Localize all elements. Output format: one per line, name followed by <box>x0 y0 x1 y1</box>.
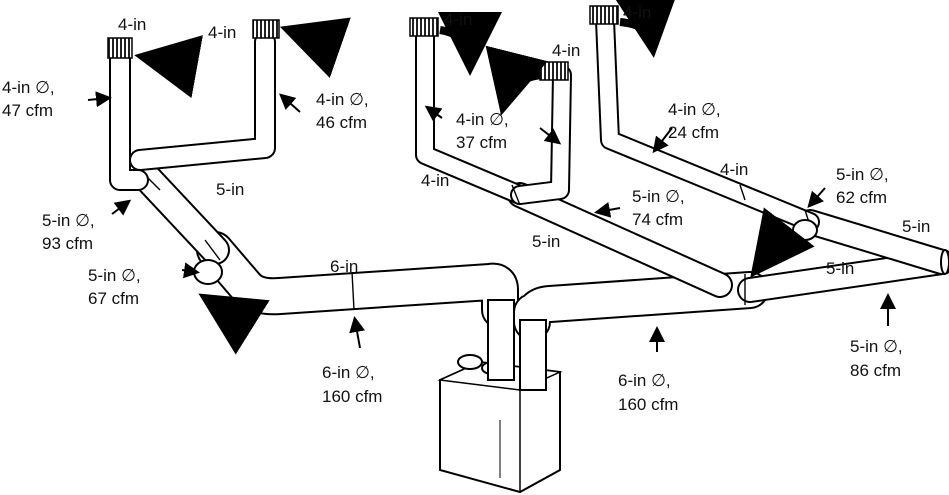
callout-46-line2: 46 cfm <box>316 113 367 132</box>
flow-arrow-67 <box>198 293 270 355</box>
label-size-4in-a: 4-in <box>118 15 146 34</box>
callout-47-line2: 47 cfm <box>2 101 53 120</box>
label-size-6in: 6-in <box>330 257 358 276</box>
airflow-arrows <box>134 0 815 355</box>
label-size-4in-c: 4-in <box>444 10 472 29</box>
callout-62-line2: 62 cfm <box>836 188 887 207</box>
callout-labels: 4-in ∅, 47 cfm 4-in ∅, 46 cfm 4-in ∅, 37… <box>2 78 903 414</box>
callout-86-line1: 5-in ∅, <box>850 337 903 356</box>
flow-arrow-62 <box>750 207 815 278</box>
label-size-4in-d: 4-in <box>552 41 580 60</box>
callout-62-line1: 5-in ∅, <box>836 165 889 184</box>
label-size-4in-g: 4-in <box>720 160 748 179</box>
label-size-5in-c: 5-in <box>902 217 930 236</box>
air-handler-unit <box>437 299 563 494</box>
label-size-4in-f: 4-in <box>421 171 449 190</box>
size-labels: 4-in 4-in 4-in 4-in 4-in 4-in 4-in 5-in … <box>118 3 930 278</box>
flow-arrow-24 <box>614 0 679 58</box>
label-size-5in-b: 5-in <box>532 232 560 251</box>
callout-86-line2: 86 cfm <box>850 361 901 380</box>
grille-37 <box>409 17 439 37</box>
callout-arrows <box>87 91 896 352</box>
callout-24-line2: 24 cfm <box>668 123 719 142</box>
grilles <box>107 5 619 81</box>
callout-74-line2: 74 cfm <box>632 210 683 229</box>
callout-160a-line1: 6-in ∅, <box>322 363 375 382</box>
label-size-4in-b: 4-in <box>208 23 236 42</box>
flow-arrow-46 <box>279 17 351 78</box>
callout-74-line1: 5-in ∅, <box>632 187 685 206</box>
callout-93-line2: 93 cfm <box>42 234 93 253</box>
grille-24 <box>589 5 619 25</box>
grille-46 <box>252 19 280 39</box>
flow-arrow-37a <box>437 11 502 76</box>
callout-160b-line1: 6-in ∅, <box>618 371 671 390</box>
grille-47 <box>107 37 133 59</box>
grille-37b <box>539 61 569 81</box>
label-size-4in-e: 4-in <box>623 3 651 22</box>
callout-46-line1: 4-in ∅, <box>316 90 369 109</box>
callout-37-line2: 37 cfm <box>456 133 507 152</box>
flow-arrow-37b <box>485 45 548 116</box>
callout-37-line1: 4-in ∅, <box>456 110 509 129</box>
flow-arrow-47 <box>134 35 203 99</box>
callout-160b-line2: 160 cfm <box>618 395 678 414</box>
callout-24-line1: 4-in ∅, <box>668 100 721 119</box>
callout-67-line2: 67 cfm <box>88 289 139 308</box>
callout-160a-line2: 160 cfm <box>322 387 382 406</box>
callout-93-line1: 5-in ∅, <box>42 211 95 230</box>
label-size-5in-a: 5-in <box>216 180 244 199</box>
duct-runs <box>109 10 949 341</box>
label-size-5in-d: 5-in <box>826 259 854 278</box>
callout-47-line1: 4-in ∅, <box>2 78 55 97</box>
callout-67-line1: 5-in ∅, <box>88 266 141 285</box>
